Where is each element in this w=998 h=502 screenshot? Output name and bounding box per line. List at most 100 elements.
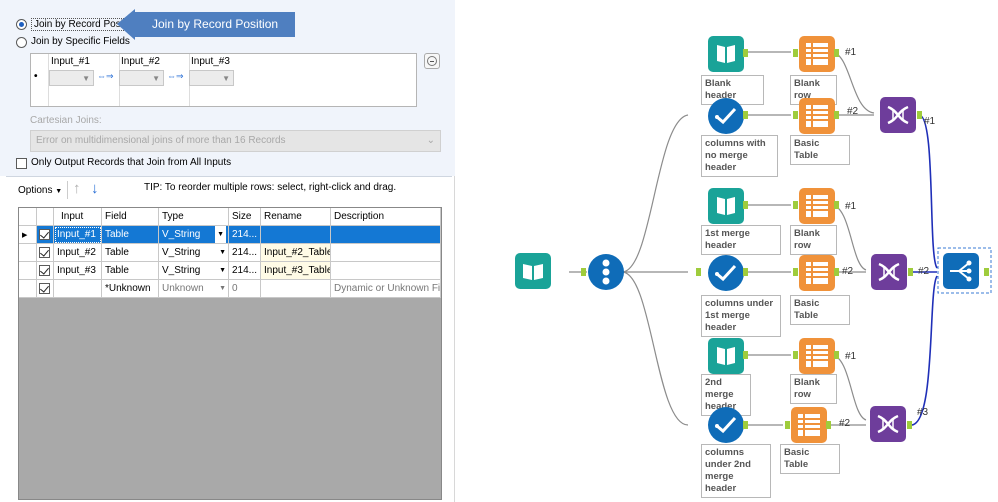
input-1-field-dropdown[interactable]: ▼: [49, 70, 94, 86]
grid-cell-field[interactable]: *Unknown: [102, 280, 159, 298]
grid-cell-size[interactable]: 214...: [229, 244, 261, 262]
table-tool-blank-row-2[interactable]: [799, 188, 835, 224]
cell-text: Table: [105, 265, 129, 276]
grid-cell-input[interactable]: Input_#2: [54, 244, 102, 262]
column-header-size[interactable]: Size: [229, 208, 261, 226]
join-tool-3[interactable]: [870, 406, 906, 442]
grid-cell-type[interactable]: Unknown▼: [159, 280, 229, 298]
grid-cell-type[interactable]: V_String▼: [159, 244, 229, 262]
move-down-arrow-icon[interactable]: ↓: [91, 180, 99, 197]
grid-cell-description[interactable]: Dynamic or Unknown Fi...: [331, 280, 441, 298]
only-output-checkbox[interactable]: [16, 158, 27, 169]
grid-cell-rename[interactable]: [261, 280, 331, 298]
table-tool-blank-row-1[interactable]: [799, 36, 835, 72]
move-up-arrow-icon[interactable]: ↑: [73, 180, 81, 197]
row-checkbox[interactable]: [39, 229, 50, 240]
join-by-specific-fields-radio[interactable]: [16, 37, 27, 48]
grid-cell-size[interactable]: 214...: [229, 226, 261, 244]
grid-cell-description[interactable]: [331, 262, 441, 280]
column-header-type[interactable]: Type: [159, 208, 229, 226]
label-basic-table-1: Basic Table: [790, 135, 850, 165]
select-check-icon: [715, 416, 737, 434]
cell-text: Input_#3_Table: [264, 265, 331, 276]
fields-grid: Input Field Type Size Rename Description…: [18, 207, 442, 500]
grid-cell-input[interactable]: [54, 280, 102, 298]
join-by-record-position-callout: Join by Record Position: [117, 9, 295, 40]
options-menu[interactable]: Options ▼: [18, 185, 63, 196]
only-output-label[interactable]: Only Output Records that Join from All I…: [31, 157, 232, 168]
table-tool-basic-3[interactable]: [791, 407, 827, 443]
grid-cell-size[interactable]: 0: [229, 280, 261, 298]
row-checkbox[interactable]: [39, 265, 50, 276]
join-tool-1[interactable]: [880, 97, 916, 133]
table-tool-basic-2[interactable]: [799, 255, 835, 291]
input-2-field-dropdown[interactable]: ▼: [119, 70, 164, 86]
select-check-icon: [715, 264, 737, 282]
row-checkbox-cell[interactable]: [37, 280, 54, 298]
row-checkbox-cell[interactable]: [37, 226, 54, 244]
grid-cell-type[interactable]: V_String▼: [159, 226, 229, 244]
grid-cell-input[interactable]: Input_#1: [54, 226, 102, 244]
text-input-tool-1st-merge[interactable]: [708, 188, 744, 224]
grid-cell-description[interactable]: [331, 226, 441, 244]
cell-text: Table: [105, 247, 129, 258]
join-tool-2[interactable]: [871, 254, 907, 290]
table-tool-blank-row-3[interactable]: [799, 338, 835, 374]
cell-text: Dynamic or Unknown Fi...: [334, 283, 441, 294]
text-input-tool-2nd-merge[interactable]: [708, 338, 744, 374]
grid-cell-field[interactable]: Table: [102, 262, 159, 280]
row-checkbox-cell[interactable]: [37, 262, 54, 280]
row-indicator: [19, 244, 37, 262]
union-tool[interactable]: [943, 253, 979, 289]
select-tool-under-1st[interactable]: [708, 255, 744, 291]
grid-cell-input[interactable]: Input_#3: [54, 262, 102, 280]
cell-text: *Unknown: [105, 283, 151, 294]
grid-cell-rename[interactable]: [261, 226, 331, 244]
cell-text: Input_#2: [57, 247, 96, 258]
join-by-record-position-radio[interactable]: [16, 19, 27, 30]
table-icon: [798, 414, 820, 436]
text-input-icon: [717, 197, 735, 215]
text-input-tool-blank-header[interactable]: [708, 36, 744, 72]
table-icon: [806, 105, 828, 127]
reorder-tip: TIP: To reorder multiple rows: select, r…: [144, 182, 397, 193]
connection-label: #2: [842, 266, 854, 277]
grid-cell-type[interactable]: V_String▼: [159, 262, 229, 280]
row-checkbox[interactable]: [39, 283, 50, 294]
select-tool-no-merge[interactable]: [708, 98, 744, 134]
row-indicator: •: [34, 71, 38, 82]
chevron-down-icon: ▼: [219, 249, 226, 256]
input-data-tool[interactable]: [515, 253, 551, 289]
column-header-description[interactable]: Description: [331, 208, 441, 226]
row-checkbox-cell[interactable]: [37, 244, 54, 262]
text-input-icon: [717, 45, 735, 63]
column-header-rename[interactable]: Rename: [261, 208, 331, 226]
text-input-icon: [717, 347, 735, 365]
connection-label: #2: [847, 106, 859, 117]
record-id-tool[interactable]: [588, 254, 624, 290]
grid-cell-description[interactable]: [331, 244, 441, 262]
connection-label: #1: [845, 201, 857, 212]
input-3-field-dropdown[interactable]: ▼: [189, 70, 234, 86]
merge-icon: [950, 260, 972, 282]
remove-row-button[interactable]: [424, 53, 440, 69]
grid-cell-size[interactable]: 214...: [229, 262, 261, 280]
row-checkbox[interactable]: [39, 247, 50, 258]
label-basic-table-3: Basic Table: [780, 444, 840, 474]
select-tool-under-2nd[interactable]: [708, 407, 744, 443]
table-tool-basic-1[interactable]: [799, 98, 835, 134]
chevron-down-icon: ▼: [215, 226, 226, 243]
row-indicator: ▶: [19, 226, 37, 244]
column-header-input[interactable]: Input: [54, 208, 102, 226]
table-icon: [806, 195, 828, 217]
grid-cell-rename[interactable]: Input_#3_Table: [261, 262, 331, 280]
connection-label: #1: [924, 116, 936, 127]
column-header-field[interactable]: Field: [102, 208, 159, 226]
grid-cell-field[interactable]: Table: [102, 244, 159, 262]
grid-cell-field[interactable]: Table: [102, 226, 159, 244]
cartesian-joins-label: Cartesian Joins:: [30, 115, 102, 126]
join-by-specific-fields-label[interactable]: Join by Specific Fields: [31, 36, 130, 47]
grid-cell-rename[interactable]: Input_#2_Table: [261, 244, 331, 262]
cartesian-joins-dropdown[interactable]: Error on multidimensional joins of more …: [30, 130, 441, 152]
